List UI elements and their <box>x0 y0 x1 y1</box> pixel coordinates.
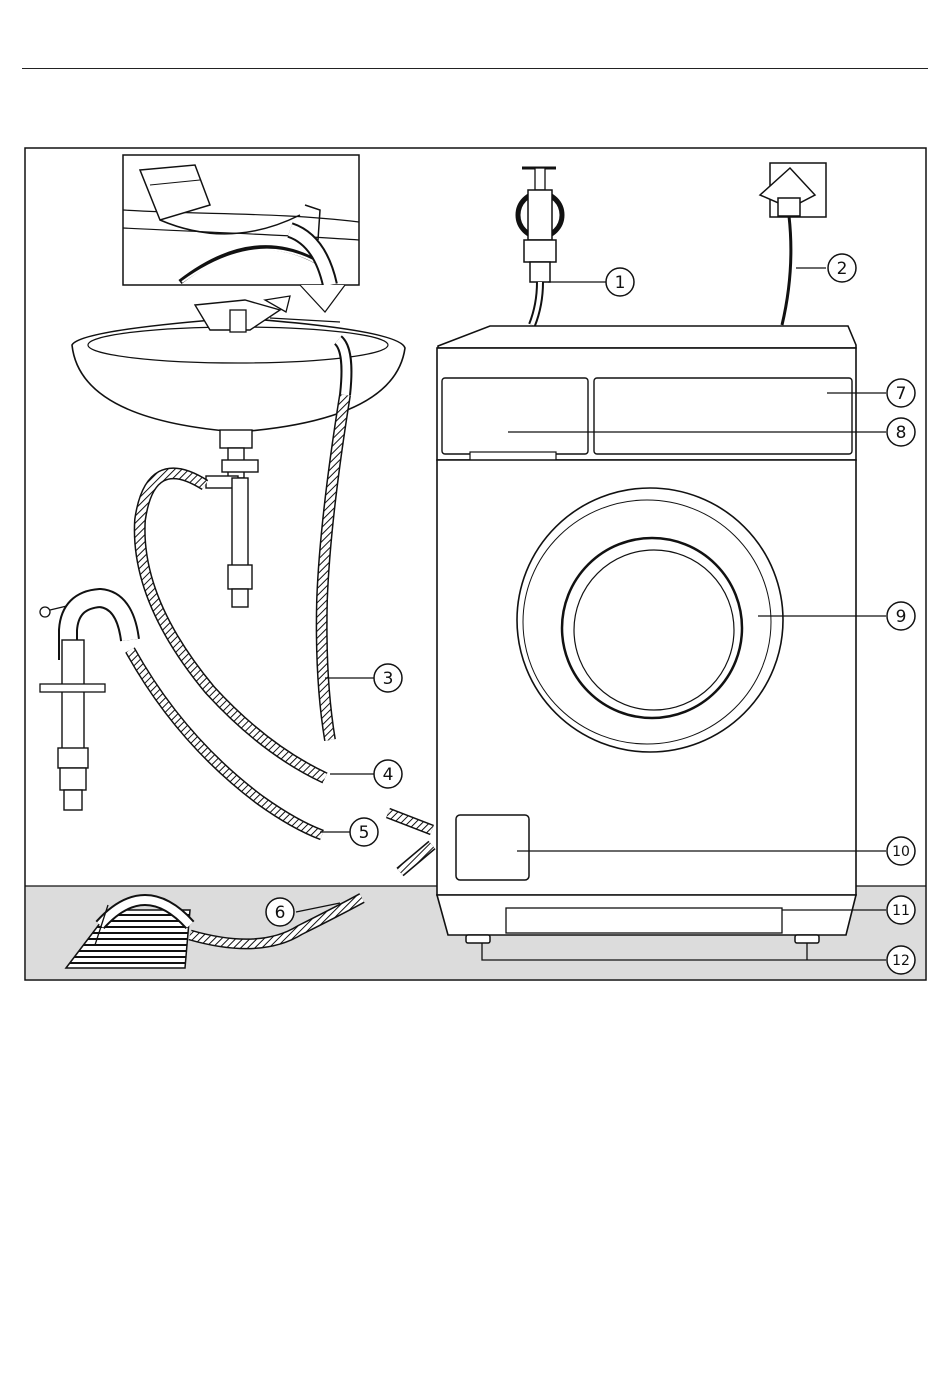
callout-9: 9 <box>887 602 915 630</box>
callout-8-label: 8 <box>896 423 907 443</box>
callout-12: 12 <box>887 946 915 974</box>
callout-4: 4 <box>374 760 402 788</box>
callout-9-label: 9 <box>896 607 907 627</box>
callout-1-label: 1 <box>615 273 626 293</box>
callout-11-label: 11 <box>892 903 910 919</box>
callout-2-label: 2 <box>837 259 848 279</box>
callout-8: 8 <box>887 418 915 446</box>
callout-12-label: 12 <box>892 953 910 969</box>
callout-10-label: 10 <box>892 844 910 860</box>
callout-10: 10 <box>887 837 915 865</box>
callout-6: 6 <box>266 898 294 926</box>
callout-5-label: 5 <box>359 823 370 843</box>
callout-7-label: 7 <box>896 384 907 404</box>
callout-6-label: 6 <box>275 903 286 923</box>
callout-4-label: 4 <box>383 765 394 785</box>
callout-3: 3 <box>374 664 402 692</box>
detail-inset <box>123 155 359 285</box>
callout-1: 1 <box>606 268 634 296</box>
callout-7: 7 <box>887 379 915 407</box>
callout-2: 2 <box>828 254 856 282</box>
callout-3-label: 3 <box>383 669 394 689</box>
callout-5: 5 <box>350 818 378 846</box>
callout-11: 11 <box>887 896 915 924</box>
